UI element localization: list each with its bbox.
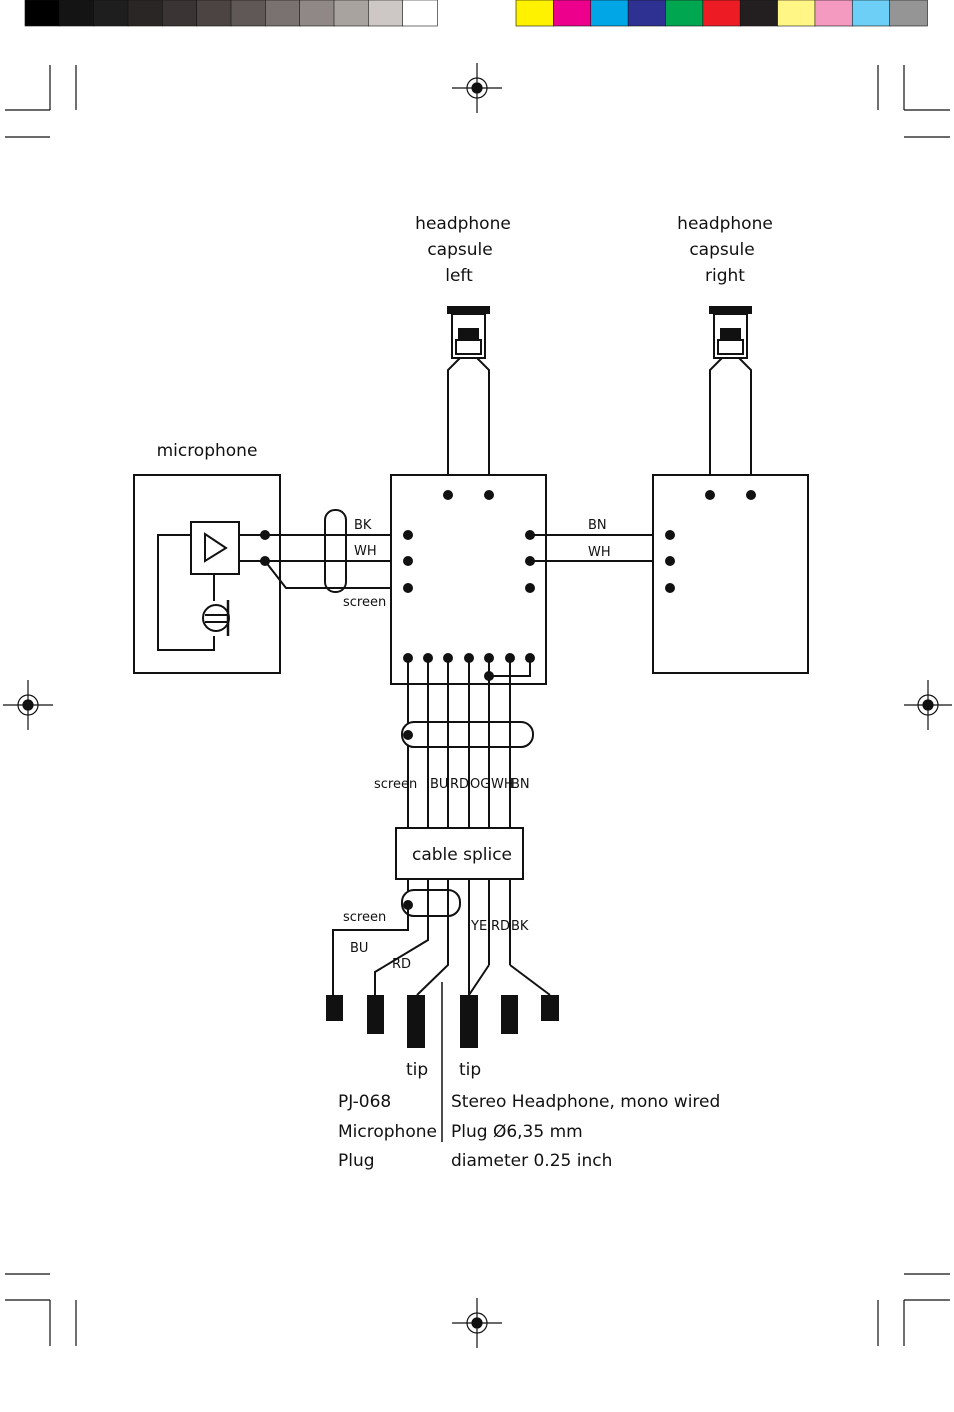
color-swatch [516, 0, 554, 26]
plug-color-ye: YE [470, 919, 487, 934]
registration-mark-bottom [452, 1298, 502, 1348]
headphone-plug-terminals [460, 995, 559, 1048]
mic-plug-line-2: Microphone [338, 1122, 437, 1142]
microphone-cable [265, 510, 408, 592]
microphone-box [134, 475, 280, 673]
color-swatch [890, 0, 928, 26]
headphone-left-label-2: capsule [427, 240, 492, 260]
plug-rd-label: RD [392, 957, 411, 972]
microphone-plug-terminals [326, 995, 425, 1048]
grayscale-swatch [59, 0, 94, 26]
cable-color-rd: RD [450, 777, 469, 792]
color-calibration-bar [516, 0, 928, 26]
cable-color-bu: BU [430, 777, 448, 792]
plug-wiring [333, 879, 550, 995]
tip-left-label: tip [406, 1060, 428, 1080]
registration-mark-left [3, 680, 53, 730]
center-junction-box [391, 475, 546, 684]
color-swatch [740, 0, 778, 26]
grayscale-swatch [334, 0, 369, 26]
plug-color-bk: BK [511, 919, 529, 934]
plug-bu-label: BU [350, 941, 368, 956]
grayscale-swatch [128, 0, 163, 26]
headphone-right-label-3: right [705, 266, 745, 286]
color-swatch [815, 0, 853, 26]
color-swatch [665, 0, 703, 26]
microphone-label: microphone [157, 441, 258, 461]
hp-plug-line-2: Plug Ø6,35 mm [451, 1122, 583, 1142]
headphone-right-label-1: headphone [677, 214, 773, 234]
mic-plug-line-3: Plug [338, 1151, 375, 1171]
headphone-right-label-2: capsule [689, 240, 754, 260]
color-swatch [628, 0, 666, 26]
grayscale-swatch [25, 0, 60, 26]
grayscale-swatch [94, 0, 129, 26]
color-swatch [553, 0, 591, 26]
mic-screen-label: screen [343, 595, 386, 610]
headphone-capsule-right [709, 306, 752, 495]
grayscale-swatch [300, 0, 335, 26]
mic-wire-bk-label: BK [354, 518, 372, 533]
cable-color-bn: BN [511, 777, 530, 792]
headphone-left-label-1: headphone [415, 214, 511, 234]
grayscale-swatch [231, 0, 266, 26]
cable-screen-label: screen [374, 777, 417, 792]
cable-splice-label: cable splice [412, 845, 512, 865]
headphone-left-label-3: left [445, 266, 473, 286]
grayscale-swatch [197, 0, 232, 26]
registration-mark-right [904, 680, 952, 730]
hp-plug-line-3: diameter 0.25 inch [451, 1151, 612, 1171]
grayscale-calibration-bar [25, 0, 438, 26]
headphone-capsule-left [447, 306, 490, 495]
grayscale-swatch [403, 0, 438, 26]
hp-plug-line-1: Stereo Headphone, mono wired [451, 1092, 720, 1112]
right-junction-box [653, 475, 808, 673]
tip-right-label: tip [459, 1060, 481, 1080]
color-swatch [852, 0, 890, 26]
color-swatch [703, 0, 741, 26]
mic-wire-wh-label: WH [354, 544, 377, 559]
grayscale-swatch [368, 0, 403, 26]
grayscale-swatch [265, 0, 300, 26]
right-wire-bn-label: BN [588, 518, 607, 533]
registration-mark-top [452, 63, 502, 113]
right-wire-wh-label: WH [588, 545, 611, 560]
grayscale-swatch [162, 0, 197, 26]
color-swatch [591, 0, 629, 26]
plug-color-rd: RD [491, 919, 510, 934]
cable-color-og: OG [470, 777, 490, 792]
mic-plug-line-1: PJ-068 [338, 1092, 391, 1112]
color-swatch [778, 0, 816, 26]
plug-screen-label: screen [343, 910, 386, 925]
